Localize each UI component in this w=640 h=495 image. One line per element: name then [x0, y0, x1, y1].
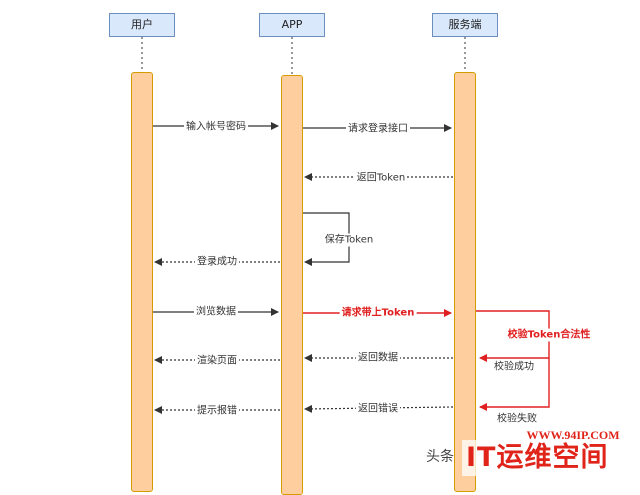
label-show-error: 提示报错: [195, 404, 239, 418]
watermark-source: 头条: [426, 449, 454, 465]
arrow-return-error: [304, 404, 454, 413]
activation-bar-server: [454, 72, 476, 492]
lane-header-user: 用户: [109, 13, 175, 37]
activation-bar-user: [131, 72, 153, 492]
label-validate-token: 校验Token合法性: [505, 328, 593, 342]
arrow-validate-failed: [479, 358, 550, 411]
watermark-name: IT运维空间: [462, 440, 613, 476]
label-return-token: 返回Token: [354, 171, 408, 185]
label-browse-data: 浏览数据: [194, 305, 238, 319]
watermark-url: WWW.94IP.COM: [518, 428, 628, 443]
label-login-success: 登录成功: [195, 255, 239, 269]
sequence-diagram: [141, 37, 550, 414]
label-render-page: 渲染页面: [195, 354, 239, 368]
label-save-token: 保存Token: [322, 233, 376, 247]
label-validate-success: 校验成功: [494, 361, 534, 373]
lane-header-server: 服务端: [432, 13, 498, 37]
label-return-error: 返回错误: [356, 402, 400, 416]
label-request-with-token: 请求带上Token: [339, 306, 417, 320]
label-input-credentials: 输入帐号密码: [184, 120, 248, 134]
label-request-login: 请求登录接口: [346, 122, 410, 136]
label-validate-failed: 校验失败: [497, 413, 537, 425]
activation-bar-app: [281, 75, 303, 495]
lane-header-app: APP: [259, 13, 325, 37]
label-return-data: 返回数据: [356, 351, 400, 365]
